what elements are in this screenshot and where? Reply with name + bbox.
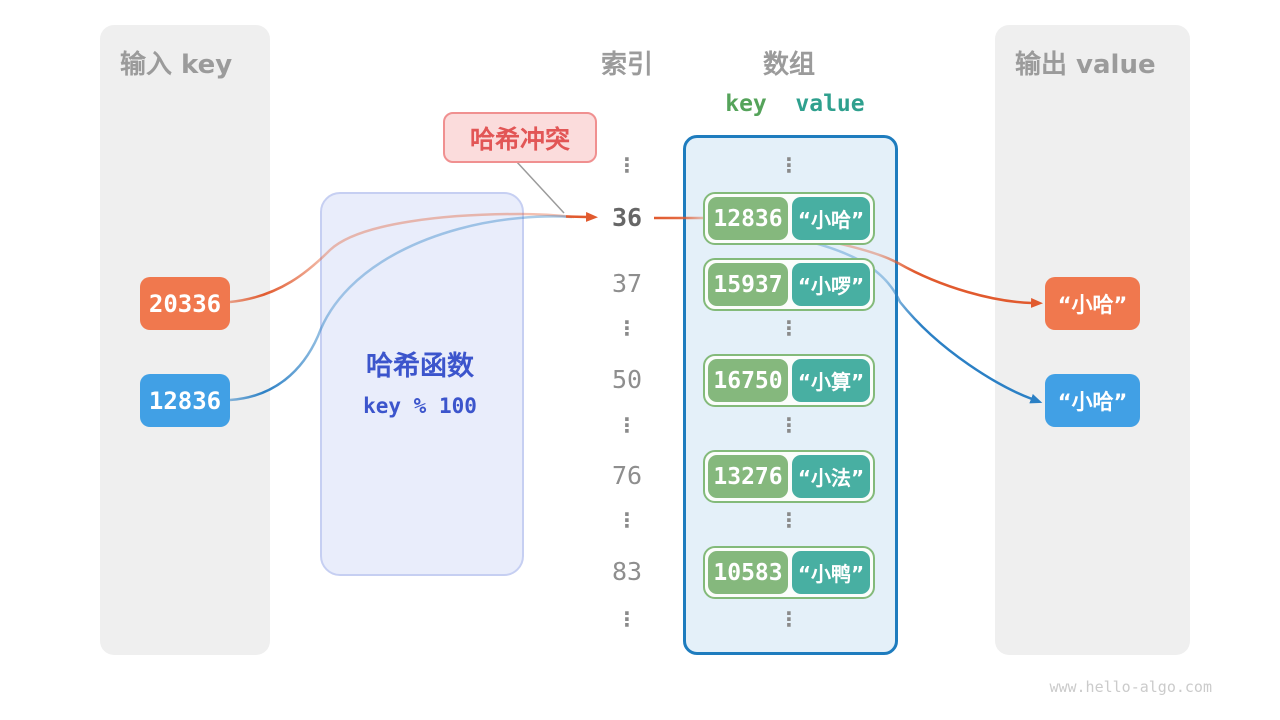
- collision-callout-connector: [515, 160, 565, 214]
- row-key-cell: 10583: [708, 551, 788, 594]
- row-value-cell: “小法”: [792, 455, 870, 498]
- index-value-76: 76: [611, 461, 643, 490]
- output-panel: [995, 25, 1190, 655]
- array-row: 16750 “小算”: [703, 354, 875, 407]
- row-key-cell: 13276: [708, 455, 788, 498]
- input-panel-title: 输入 key: [120, 50, 233, 80]
- input-panel: [100, 25, 270, 655]
- output-value-orange: “小哈”: [1045, 277, 1140, 330]
- index-ellipsis: ⋮: [617, 153, 637, 177]
- value-column-header: value: [795, 91, 865, 117]
- index-column-title: 索引: [600, 50, 653, 80]
- index-value-36: 36: [611, 203, 643, 232]
- array-kv-header: key value: [705, 91, 873, 117]
- index-ellipsis: ⋮: [617, 607, 637, 631]
- array-row: 13276 “小法”: [703, 450, 875, 503]
- row-key-cell: 15937: [708, 263, 788, 306]
- index-value-50: 50: [611, 365, 643, 394]
- array-panel-title: 数组: [762, 50, 815, 80]
- row-value-cell: “小鸭”: [792, 551, 870, 594]
- array-ellipsis: ⋮: [779, 508, 799, 532]
- index-ellipsis: ⋮: [617, 316, 637, 340]
- hash-collision-label: 哈希冲突: [469, 124, 570, 154]
- input-key-20336: 20336: [140, 277, 230, 330]
- index-value-83: 83: [611, 557, 643, 586]
- array-row: 10583 “小鸭”: [703, 546, 875, 599]
- array-ellipsis: ⋮: [779, 413, 799, 437]
- watermark: www.hello-algo.com: [1049, 678, 1212, 696]
- hash-function-name: 哈希函数: [366, 351, 474, 382]
- hash-function-panel: [320, 192, 524, 576]
- array-ellipsis: ⋮: [779, 316, 799, 340]
- array-ellipsis: ⋮: [779, 153, 799, 177]
- key-column-header: key: [725, 91, 767, 117]
- row-value-cell: “小算”: [792, 359, 870, 402]
- output-panel-title: 输出 value: [1015, 50, 1156, 80]
- row-value-cell: “小啰”: [792, 263, 870, 306]
- array-ellipsis: ⋮: [779, 607, 799, 631]
- row-value-cell: “小哈”: [792, 197, 870, 240]
- row-key-cell: 16750: [708, 359, 788, 402]
- array-row: 12836 “小哈”: [703, 192, 875, 245]
- index-value-37: 37: [611, 269, 643, 298]
- index-ellipsis: ⋮: [617, 508, 637, 532]
- output-value-blue: “小哈”: [1045, 374, 1140, 427]
- input-key-12836: 12836: [140, 374, 230, 427]
- hash-collision-callout: 哈希冲突: [443, 112, 597, 163]
- hash-function-formula: key % 100: [363, 394, 477, 418]
- array-row: 15937 “小啰”: [703, 258, 875, 311]
- index-ellipsis: ⋮: [617, 413, 637, 437]
- row-key-cell: 12836: [708, 197, 788, 240]
